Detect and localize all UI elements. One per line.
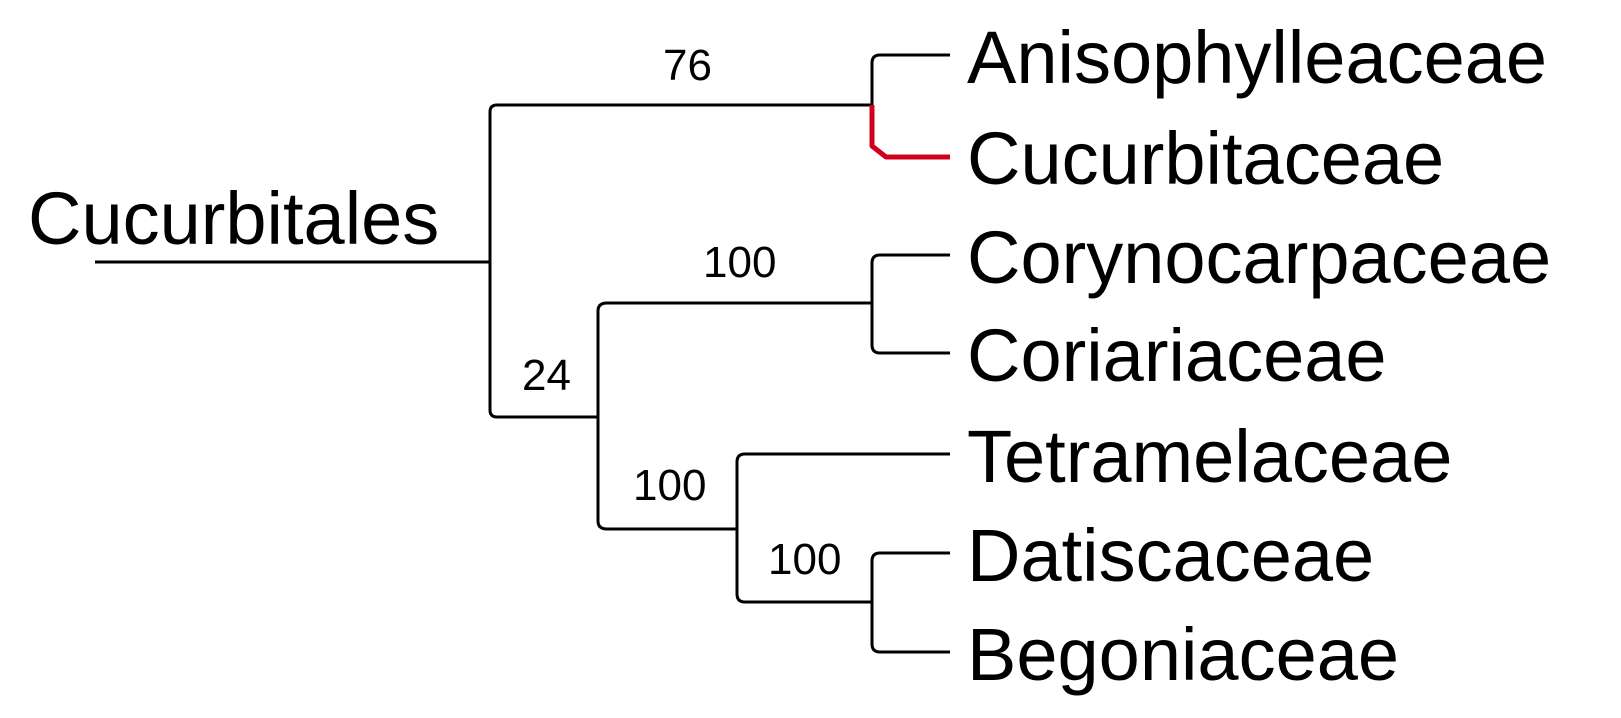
- taxon-label: Cucurbitaceae: [967, 117, 1444, 200]
- branch-cucurbitaceae-highlighted: [869, 105, 950, 160]
- taxon-label: Tetramelaceae: [967, 415, 1452, 498]
- taxon-label: Corynocarpaceae: [967, 216, 1551, 299]
- support-value: 76: [663, 41, 712, 90]
- support-value: 100: [768, 535, 841, 584]
- root-node-branch: [488, 103, 598, 419]
- node-tetramelaceae-datiscaceae-begoniaceae: [735, 452, 950, 604]
- taxon-label: Begoniaceae: [967, 613, 1399, 696]
- support-value: 100: [633, 461, 706, 510]
- taxon-label: Datiscaceae: [967, 514, 1374, 597]
- node-datiscaceae-begoniaceae: [870, 551, 950, 654]
- branch-anisophylleaceae: [870, 53, 950, 105]
- support-value: 24: [522, 351, 571, 400]
- taxon-label: Anisophylleaceae: [967, 16, 1547, 99]
- node-corynocarpaceae-to-begoniaceae: [596, 301, 737, 531]
- support-value: 100: [703, 238, 776, 287]
- node-corynocarpaceae-coriariaceae: [870, 253, 950, 355]
- root-label-cucurbitales: Cucurbitales: [28, 177, 439, 260]
- taxon-label: Coriariaceae: [967, 314, 1387, 397]
